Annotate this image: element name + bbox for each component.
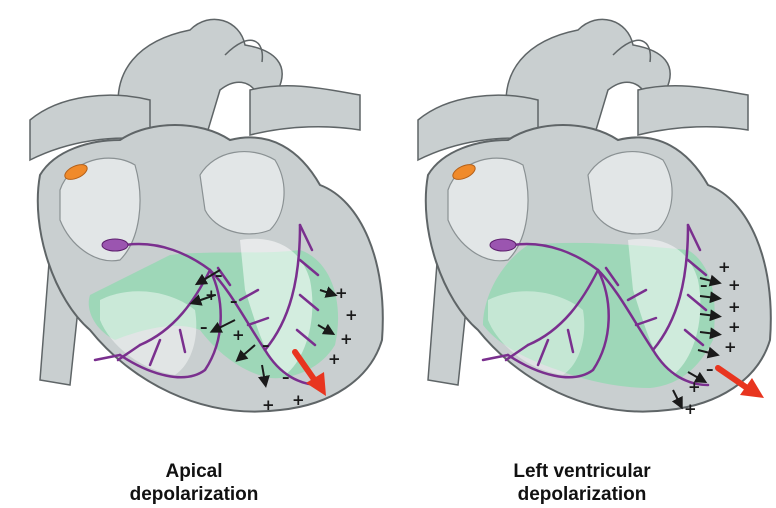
plus-sign: + [232, 326, 245, 344]
caption-line-1: Left ventricular [513, 461, 651, 482]
minus-sign: – [282, 368, 290, 386]
plus-sign: + [724, 338, 737, 356]
charge-signs: – + – – + – + + + + – + + [200, 266, 358, 414]
sa-node [452, 164, 476, 180]
plus-sign: + [292, 391, 305, 409]
left-atrium [587, 151, 673, 235]
great-vessels [29, 18, 361, 386]
minus-sign: – [262, 336, 270, 354]
apical-panel: – + – – + – + + + + – + + Apical depolar… [29, 18, 384, 506]
caption-line-1: Apical [165, 461, 223, 482]
left-ventricle-cavity [240, 238, 313, 375]
plus-sign: + [340, 330, 353, 348]
sa-node [64, 164, 88, 180]
purkinje-fibers [93, 223, 322, 387]
caption-left-ventricular: Left ventricular depolarization [432, 460, 732, 506]
minus-sign: – [706, 360, 714, 378]
purkinje-fibers [481, 223, 710, 387]
depolarization-arrows [189, 269, 338, 388]
left-ventricular-panel: + – + + + + – + + Left ventricular depol… [388, 0, 776, 508]
plus-sign: + [688, 378, 701, 396]
plus-sign: + [684, 400, 697, 418]
minus-sign: – [230, 292, 238, 310]
caption-line-2: depolarization [517, 484, 647, 505]
plus-sign: + [345, 306, 358, 324]
net-vector-arrow [715, 365, 764, 398]
minus-sign: – [215, 266, 223, 284]
left-ventricle-cavity [628, 238, 701, 375]
minus-sign: – [700, 276, 708, 294]
right-ventricle-cavity [100, 291, 197, 375]
plus-sign: + [728, 276, 741, 294]
right-atrium [59, 157, 141, 262]
heart-diagram-apical: – + – – + – + + + + – + + [29, 18, 384, 414]
plus-sign: + [728, 318, 741, 336]
plus-sign: + [205, 286, 218, 304]
heart-diagram-left-ventricular: + – + + + + – + + [417, 18, 772, 418]
right-ventricle-cavity [488, 291, 585, 375]
caption-line-2: depolarization [129, 484, 259, 505]
plus-sign: + [328, 350, 341, 368]
charge-signs: + – + + + + – + + [684, 258, 741, 418]
great-vessels [417, 18, 749, 386]
net-vector-arrow [292, 349, 326, 396]
av-node [101, 238, 129, 252]
caption-apical: Apical depolarization [44, 460, 344, 506]
depolarization-arrows [671, 274, 722, 410]
minus-sign: – [200, 318, 208, 336]
plus-sign: + [262, 396, 275, 414]
left-atrium [199, 151, 285, 235]
av-node [489, 238, 517, 252]
plus-sign: + [718, 258, 731, 276]
right-atrium [447, 157, 529, 262]
plus-sign: + [728, 298, 741, 316]
plus-sign: + [335, 284, 348, 302]
